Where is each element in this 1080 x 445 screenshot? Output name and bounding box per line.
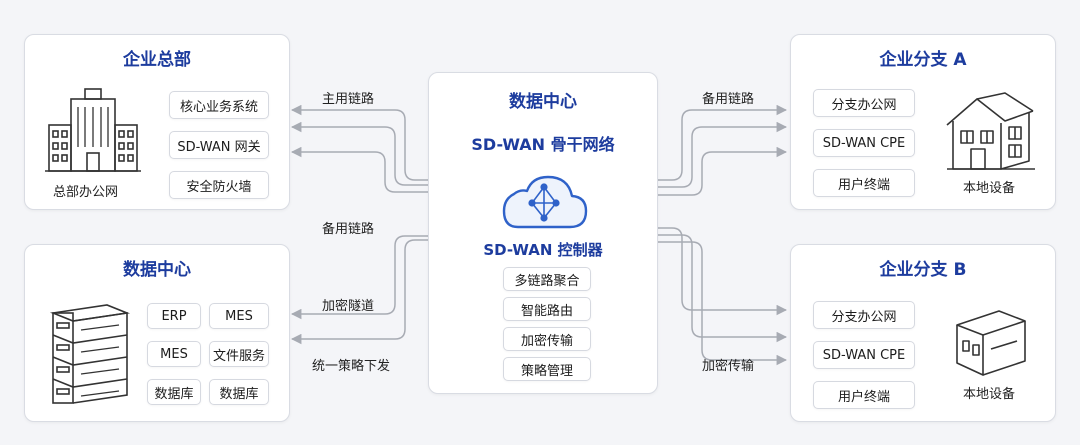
branch-b-chip-cpe: SD-WAN CPE: [813, 341, 915, 369]
center-subtitle: SD-WAN 骨干网络: [471, 135, 615, 154]
branch-a-chip-terminal: 用户终端: [813, 169, 915, 197]
office-building-icon: [45, 88, 141, 172]
branch-b-panel: 企业分支 B 分支办公网 SD-WAN CPE 用户终端 本地设备: [790, 244, 1056, 422]
branch-b-title: 企业分支 B: [879, 260, 967, 280]
dc-chip-erp: ERP: [147, 303, 201, 329]
dc-chip-database-1: 数据库: [147, 379, 201, 405]
dc-chip-mes-1: MES: [209, 303, 269, 329]
feature-multilink-aggregation: 多链路聚合: [503, 267, 591, 291]
device-box-icon: [956, 310, 1026, 376]
hq-chip-core-system: 核心业务系统: [169, 91, 269, 119]
cloud-network-icon: [502, 175, 588, 229]
link-label-backup-left: 备用链路: [322, 222, 375, 237]
feature-encrypted-transmission: 加密传输: [503, 327, 591, 351]
house-icon: [946, 92, 1035, 170]
controller-label: SD-WAN 控制器: [483, 241, 603, 259]
feature-policy-management: 策略管理: [503, 357, 591, 381]
branch-a-caption: 本地设备: [963, 181, 1016, 196]
datacenter-center-panel: 数据中心 SD-WAN 骨干网络 SD-WAN 控制器 多链路聚合 智能路由 加…: [428, 72, 658, 394]
branch-b-chip-terminal: 用户终端: [813, 381, 915, 409]
branch-a-chip-cpe: SD-WAN CPE: [813, 129, 915, 157]
link-label-backup-right: 备用链路: [702, 92, 755, 107]
server-rack-icon: [49, 304, 131, 404]
dc-chip-database-2: 数据库: [209, 379, 269, 405]
branch-a-chip-office: 分支办公网: [813, 89, 915, 117]
dc-chip-file-service: 文件服务: [209, 341, 269, 367]
link-label-main: 主用链路: [322, 92, 375, 107]
link-label-policy: 统一策略下发: [312, 359, 391, 374]
branch-b-chip-office: 分支办公网: [813, 301, 915, 329]
hq-panel: 企业总部 总部办公网 核心业务系统 SD-WAN 网关 安全防火墙: [24, 34, 290, 210]
branch-a-panel: 企业分支 A 分支办公网 SD-WAN CPE 用户终端 本地设备: [790, 34, 1056, 210]
hq-chip-firewall: 安全防火墙: [169, 171, 269, 199]
hq-caption: 总部办公网: [53, 185, 119, 200]
datacenter-left-panel: 数据中心 ERP MES MES 文件服务 数据库 数据库: [24, 244, 290, 422]
branch-a-title: 企业分支 A: [879, 50, 967, 70]
feature-smart-routing: 智能路由: [503, 297, 591, 321]
dc-chip-mes-2: MES: [147, 341, 201, 367]
center-title: 数据中心: [509, 92, 577, 112]
link-label-tunnel: 加密隧道: [322, 299, 375, 314]
hq-title: 企业总部: [123, 50, 191, 70]
hq-chip-sdwan-gateway: SD-WAN 网关: [169, 131, 269, 159]
branch-b-caption: 本地设备: [963, 387, 1016, 402]
datacenter-left-title: 数据中心: [123, 260, 191, 280]
link-label-encrypted: 加密传输: [702, 359, 755, 374]
